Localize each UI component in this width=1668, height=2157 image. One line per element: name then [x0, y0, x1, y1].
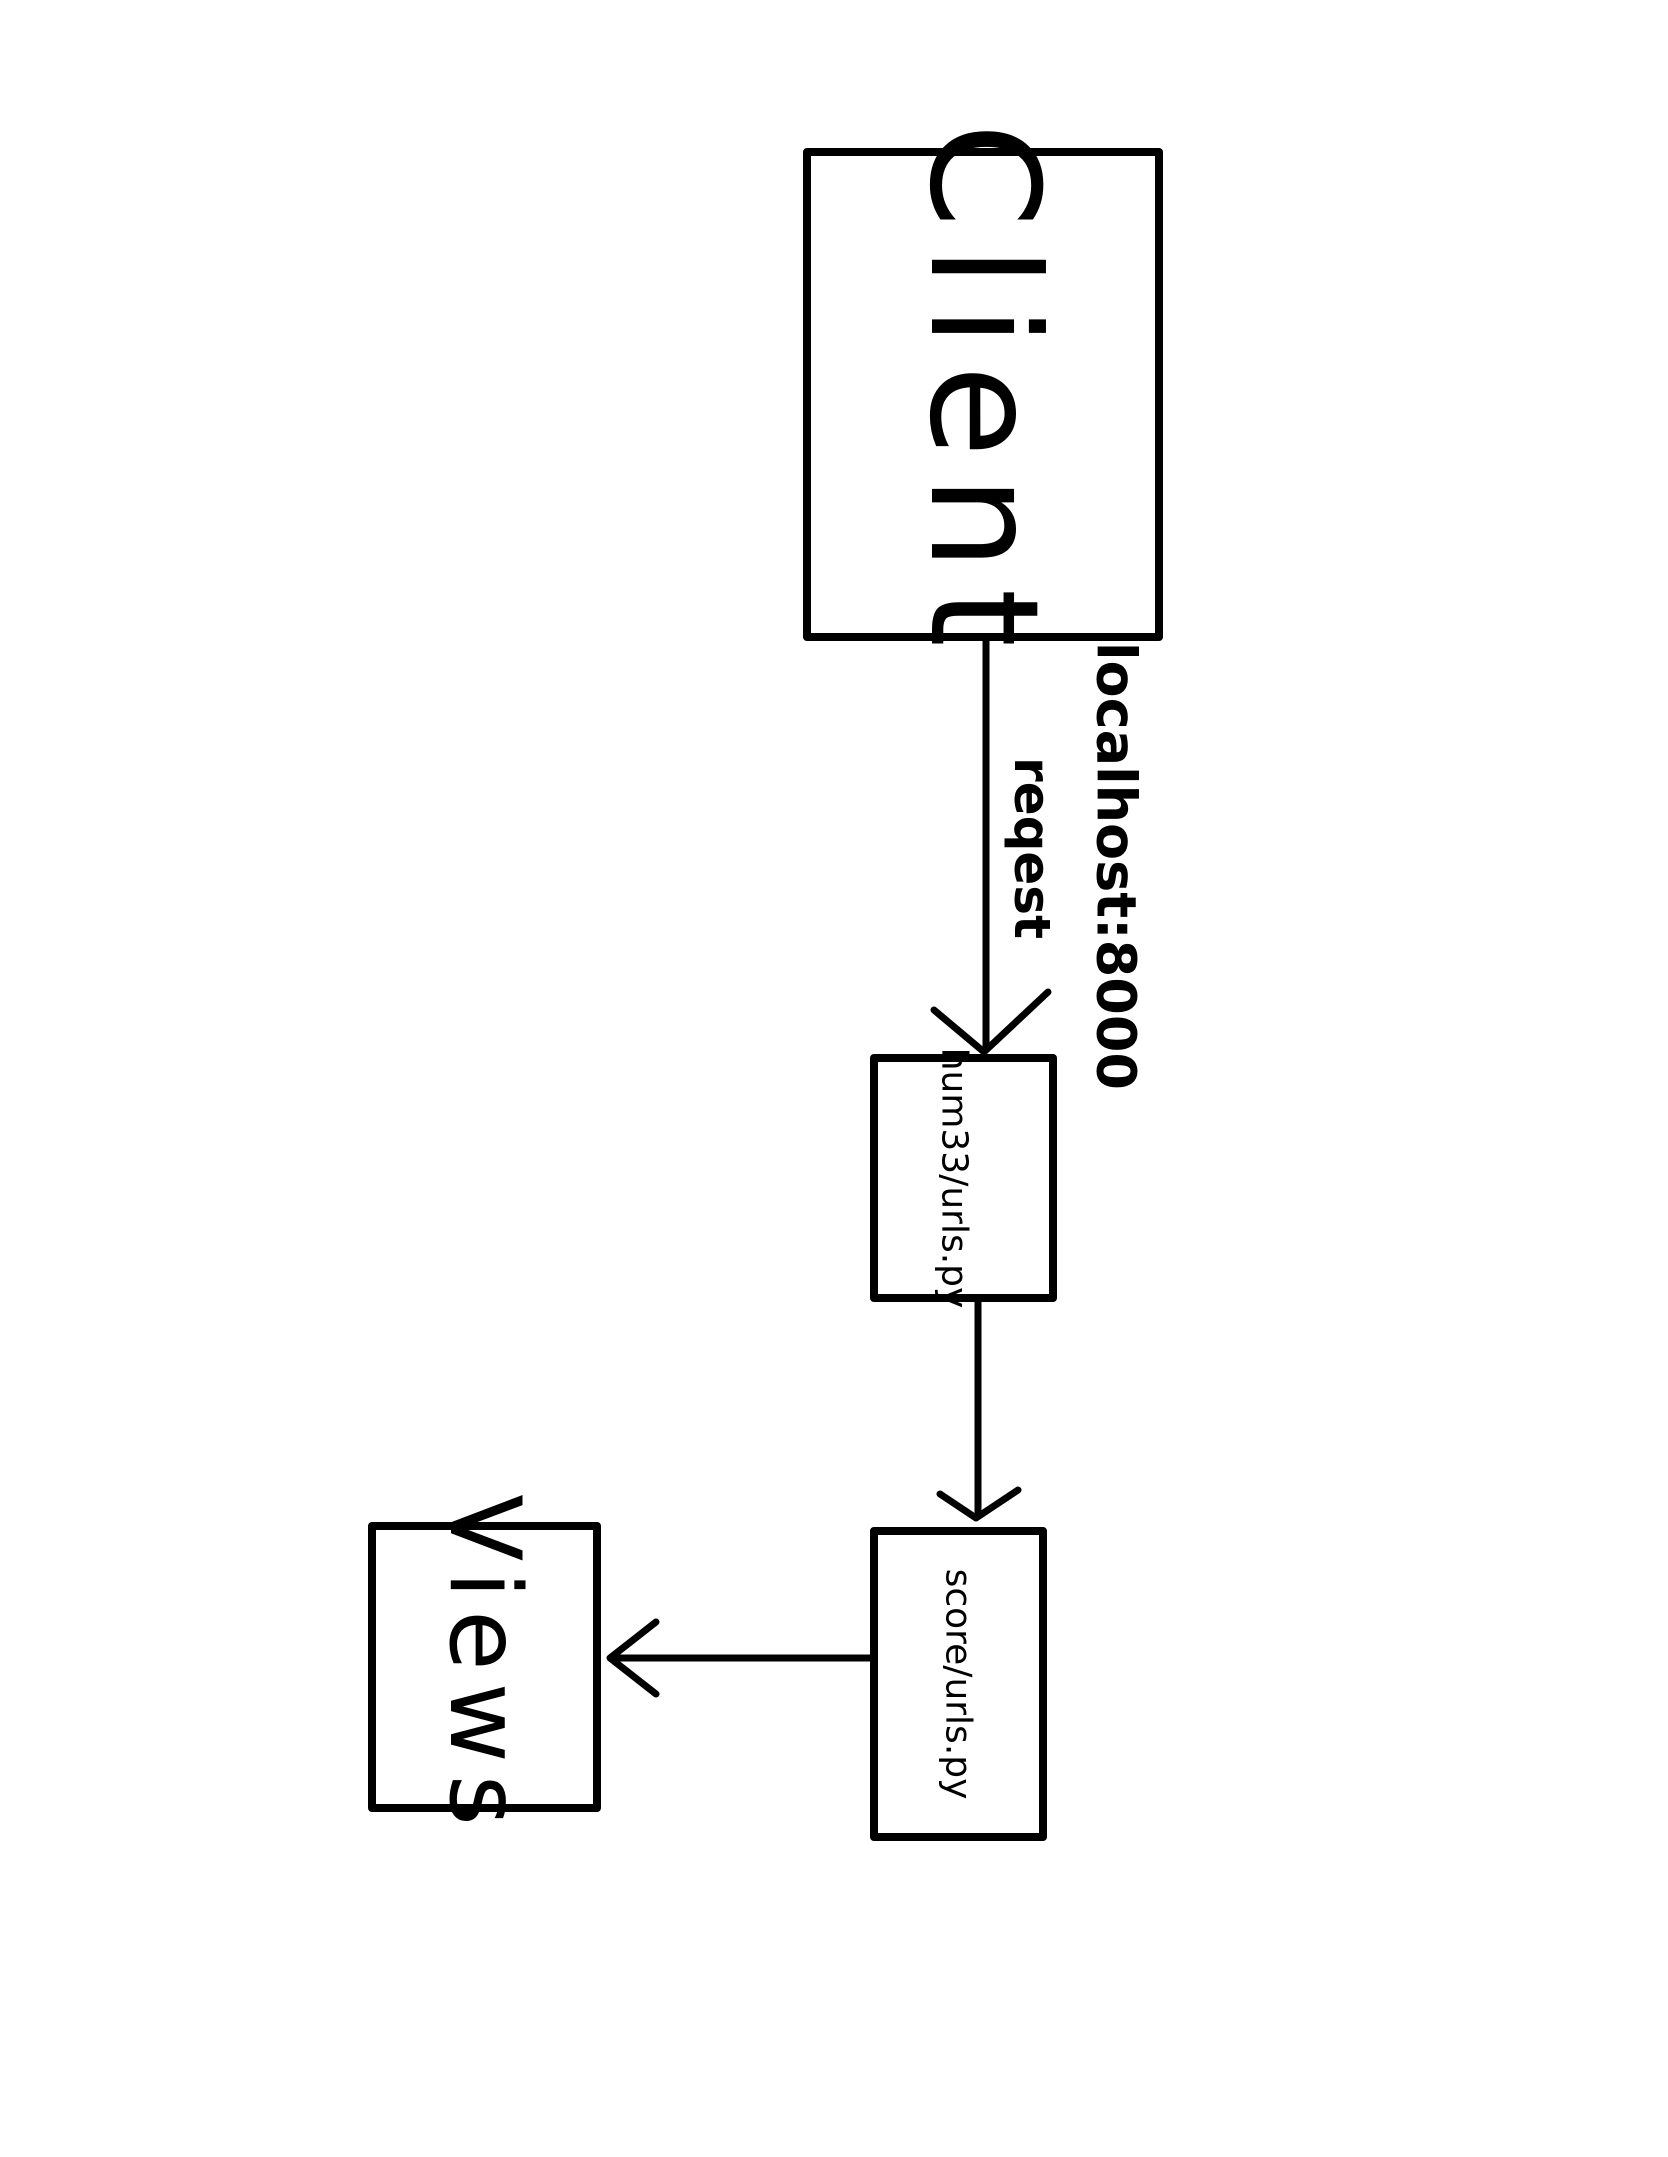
client-node: Client	[803, 123, 1163, 665]
project-urls-node: hum33/urls.py	[870, 1048, 1057, 1309]
views-node: Views	[368, 1494, 601, 1838]
arrowhead-icon	[936, 1486, 1022, 1522]
edge-project-urls-to-app-urls	[936, 1298, 1022, 1522]
edge-label-line2: reqest	[1003, 757, 1061, 939]
client-label: Client	[896, 123, 1070, 665]
client-box	[803, 148, 1163, 641]
arrowhead-icon	[930, 988, 1052, 1056]
app-urls-box	[870, 1527, 1047, 1841]
arrowhead-icon	[606, 1618, 660, 1698]
project-urls-box	[870, 1054, 1057, 1302]
edge-label-line1: localhost:8000	[1085, 642, 1148, 1090]
edge-app-urls-to-views	[606, 1618, 874, 1698]
app-urls-label: score/urls.py	[938, 1569, 979, 1800]
app-urls-node: score/urls.py	[870, 1527, 1047, 1841]
project-urls-label: hum33/urls.py	[934, 1048, 975, 1309]
views-label: Views	[427, 1494, 541, 1838]
views-box	[368, 1522, 601, 1812]
edge-client-to-project-urls: localhost:8000 reqest	[930, 636, 1148, 1090]
